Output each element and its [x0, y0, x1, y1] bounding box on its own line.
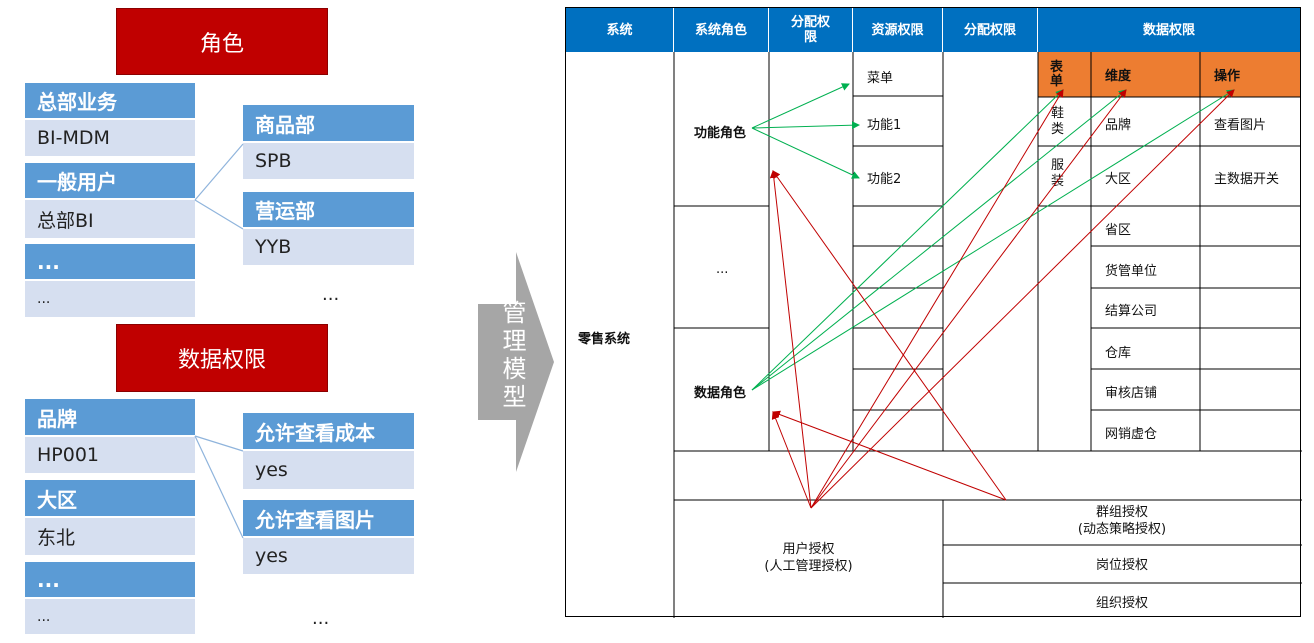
- role-functional: 功能角色: [694, 126, 747, 141]
- header-system: 系统: [566, 8, 674, 52]
- role-card-header: 总部业务: [25, 83, 195, 118]
- dim-card-value: 东北: [25, 518, 195, 555]
- role-card-header: ...: [25, 244, 195, 279]
- user-auth-subtitle: (人工管理授权): [764, 559, 853, 574]
- grid-lines: [673, 52, 1302, 618]
- role-title: 角色: [199, 31, 244, 57]
- data-subheader-table: 表单: [1038, 52, 1091, 97]
- perm-card-header: 允许查看图片: [243, 500, 414, 536]
- resource-item: 功能1: [867, 118, 902, 133]
- red-arrows: [769, 89, 1235, 509]
- table-grid-and-arrows: [673, 52, 1302, 618]
- green-arrows: [751, 83, 1235, 391]
- group-auth: 群组授权 (动态策略授权): [943, 504, 1301, 538]
- green-arrow: [751, 89, 1235, 391]
- arrow-label: 管理模型: [498, 300, 526, 412]
- header-assign-perm-2: 分配权限: [943, 8, 1038, 52]
- user-auth-title: 用户授权: [782, 542, 835, 557]
- arrow-shape: [478, 252, 554, 472]
- system-name: 零售系统: [578, 332, 631, 347]
- dim-card-value: ...: [25, 599, 195, 634]
- dim-card-header: 大区: [25, 480, 195, 516]
- green-arrow: [751, 127, 860, 179]
- green-arrow: [751, 83, 850, 129]
- perm-more: ...: [312, 608, 330, 629]
- red-arrow: [772, 410, 1007, 501]
- dimension-item: 品牌: [1105, 118, 1132, 133]
- user-auth: 用户授权 (人工管理授权): [674, 541, 943, 575]
- org-auth: 组织授权: [1095, 596, 1148, 611]
- data-title: 数据权限: [177, 348, 266, 373]
- data-subheader-table-label: 表单: [1050, 59, 1064, 89]
- resource-item: 功能2: [867, 172, 902, 187]
- red-arrow: [810, 89, 1064, 509]
- perm-card-header: 允许查看成本: [243, 413, 414, 449]
- role-title-box: 角色: [116, 8, 328, 75]
- red-arrow: [810, 89, 1127, 509]
- green-arrow: [751, 89, 1127, 391]
- red-arrow: [772, 170, 1007, 501]
- dept-card-value: SPB: [243, 143, 414, 179]
- dimension-item: 大区: [1105, 172, 1132, 187]
- permission-model-table: 系统 系统角色 分配权限 资源权限 分配权限 数据权限 零售系统 功能角色 ..…: [565, 7, 1302, 618]
- group-auth-title: 群组授权: [1095, 505, 1148, 520]
- data-title-box: 数据权限: [116, 324, 328, 392]
- dim-card-value: HP001: [25, 437, 195, 473]
- dept-card-header: 商品部: [243, 105, 414, 141]
- dimension-item: 审核店铺: [1105, 386, 1158, 401]
- perm-card-value: yes: [243, 451, 414, 489]
- dim-card-header: ...: [25, 562, 195, 597]
- management-model-arrow: [478, 252, 554, 472]
- red-arrow: [769, 170, 812, 509]
- header-system-role: 系统角色: [674, 8, 769, 52]
- dimension-item: 仓库: [1105, 346, 1132, 361]
- role-data: 数据角色: [694, 386, 747, 401]
- dept-card-header: 营运部: [243, 192, 414, 227]
- data-subheader-operation: 操作: [1200, 52, 1300, 97]
- dimension-item: 货管单位: [1105, 264, 1158, 279]
- dept-card-value: YYB: [243, 229, 414, 265]
- header-data-perm: 数据权限: [1038, 8, 1300, 52]
- connector-line: [194, 143, 244, 201]
- table-item: 鞋类: [1051, 106, 1065, 137]
- post-auth: 岗位授权: [1095, 558, 1148, 573]
- resource-item: 菜单: [867, 71, 894, 86]
- dept-more: ...: [322, 284, 340, 305]
- connector-line: [194, 435, 244, 539]
- dimension-item: 省区: [1105, 223, 1132, 238]
- group-auth-subtitle: (动态策略授权): [1077, 522, 1167, 537]
- red-arrow: [810, 89, 1235, 509]
- header-assign-perm: 分配权限: [769, 8, 853, 52]
- green-arrow: [751, 121, 860, 130]
- role-card-value: ...: [25, 281, 195, 317]
- role-card-header: 一般用户: [25, 163, 195, 198]
- operation-item: 查看图片: [1214, 118, 1267, 133]
- operation-item: 主数据开关: [1214, 172, 1280, 187]
- connector-line: [194, 435, 244, 452]
- dimension-item: 结算公司: [1105, 304, 1158, 319]
- connector-line: [194, 199, 244, 230]
- dimension-item: 网销虚仓: [1105, 427, 1158, 442]
- perm-card-value: yes: [243, 538, 414, 574]
- header-resource-perm: 资源权限: [853, 8, 943, 52]
- data-subheader-dimension: 维度: [1091, 52, 1200, 97]
- left-connectors: [194, 143, 244, 539]
- dim-card-header: 品牌: [25, 399, 195, 435]
- role-card-value: 总部BI: [25, 200, 195, 238]
- role-card-value: BI-MDM: [25, 120, 195, 156]
- red-arrow: [771, 411, 812, 509]
- green-arrow: [751, 89, 1064, 391]
- role-more: ...: [716, 262, 729, 277]
